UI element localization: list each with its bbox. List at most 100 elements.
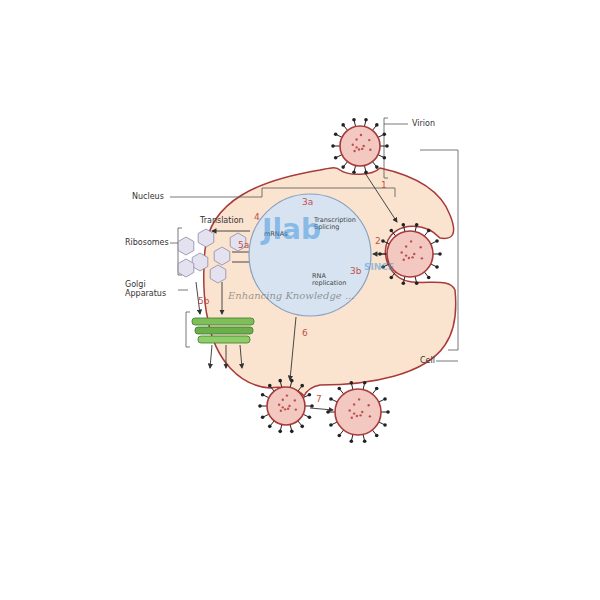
virion-genome [360, 134, 362, 136]
ribosome-symbol [178, 237, 194, 255]
virion-spike [424, 272, 428, 277]
virion-genome [361, 411, 363, 413]
virion-spike [344, 162, 348, 167]
golgi-stack [192, 318, 254, 325]
virion-spike [381, 412, 387, 413]
bracket-lines [170, 118, 458, 361]
virion-genome [282, 406, 284, 408]
virion-spike [290, 425, 291, 431]
virion-spike [364, 121, 365, 127]
virion-genome [403, 258, 405, 260]
virion-spike-tip [375, 165, 379, 169]
virion-spike [340, 430, 344, 435]
virion-spike-tip [364, 118, 368, 122]
virion-genome [294, 399, 296, 401]
virion-spike-tip [350, 439, 354, 443]
callout-number: 3b [350, 266, 361, 276]
virion-spike [378, 155, 383, 158]
virion-genome [361, 148, 363, 150]
virion-spike [280, 425, 281, 431]
virion-spike-tip [329, 423, 333, 427]
virion-genome [287, 408, 289, 410]
virion-genome [405, 254, 407, 256]
virion-spike-tip [383, 132, 387, 136]
virion-spike [334, 146, 340, 147]
virion-spike [392, 231, 396, 236]
virion-spike [329, 412, 335, 413]
virion-envelope [340, 126, 380, 166]
virion-spike [372, 126, 376, 131]
ribosome-symbol [192, 253, 208, 271]
virion-spike-tip [341, 123, 345, 127]
virion-genome [358, 398, 360, 400]
virion-genome [355, 138, 357, 140]
virion-spike-tip [350, 381, 354, 385]
cell-membrane [204, 168, 456, 396]
virion-genome [282, 399, 284, 401]
step-label: Translation [200, 216, 244, 225]
watermark: SINCE [364, 262, 394, 272]
virion-genome [358, 148, 360, 150]
virion-spike [337, 135, 342, 138]
virion-spike-tip [261, 415, 265, 419]
virion-spike-tip [308, 393, 312, 397]
virion-spike-tip [290, 379, 294, 383]
virion-spike [303, 414, 308, 417]
virion-spike-tip [300, 425, 304, 429]
virion-spike-tip [383, 397, 387, 401]
virion-spike-tip [402, 281, 406, 285]
virion-spike-tip [415, 281, 419, 285]
virion-genome [359, 414, 361, 416]
callout-number: 5b [198, 296, 209, 306]
ribosome-symbol [214, 247, 230, 265]
virion-spike [380, 146, 386, 147]
virion-spike [379, 399, 384, 402]
part-label: Ribosomes [125, 238, 169, 247]
virion-genome [353, 150, 355, 152]
callout-number: 7 [316, 394, 322, 404]
virion-spike [424, 231, 428, 236]
part-label: Nucleus [132, 192, 164, 201]
virion-spike-tip [402, 223, 406, 227]
virion-genome [400, 251, 402, 253]
virion-genome [369, 149, 371, 151]
nucleus-text: RNA replication [312, 273, 352, 288]
nucleus-text: Transcription Splicing [314, 217, 362, 232]
virion-spike [433, 254, 439, 255]
virion-spike-tip [415, 223, 419, 227]
virion-spike-tip [334, 132, 338, 136]
virion-spike-tip [308, 415, 312, 419]
virion-genome [419, 246, 421, 248]
virion-genome [408, 257, 410, 259]
virion-genome [353, 403, 355, 405]
virion-spike-tip [375, 434, 379, 438]
virion-spike [263, 414, 268, 417]
virion-spike [415, 276, 416, 282]
virion-spike [290, 382, 291, 388]
virion-genome [421, 257, 423, 259]
virion-spike-tip [334, 156, 338, 160]
virion-spike [372, 430, 376, 435]
callout-number: 3a [302, 197, 313, 207]
virion-spike-tip [278, 379, 282, 383]
virion-spike [372, 389, 376, 394]
virion-spike [381, 254, 387, 255]
virion-spike-tip [375, 387, 379, 391]
virion-spike [305, 406, 311, 407]
virion-spike [364, 165, 365, 171]
virion-spike-tip [386, 410, 390, 414]
virion-spike [263, 395, 268, 398]
virion-spike [431, 241, 436, 244]
virion-spike [352, 384, 353, 390]
part-label: Cell [420, 356, 435, 365]
virion-envelope [335, 389, 381, 435]
virion-spike-tip [258, 404, 262, 408]
virion-spike-tip [435, 239, 439, 243]
virion-spike-tip [300, 384, 304, 388]
callout-number: 2 [375, 236, 381, 246]
virion-spike [340, 389, 344, 394]
watermark: Enhancing Knowledge ... [228, 290, 354, 302]
virion-spike-tip [427, 229, 431, 233]
virion-envelope [267, 387, 305, 425]
